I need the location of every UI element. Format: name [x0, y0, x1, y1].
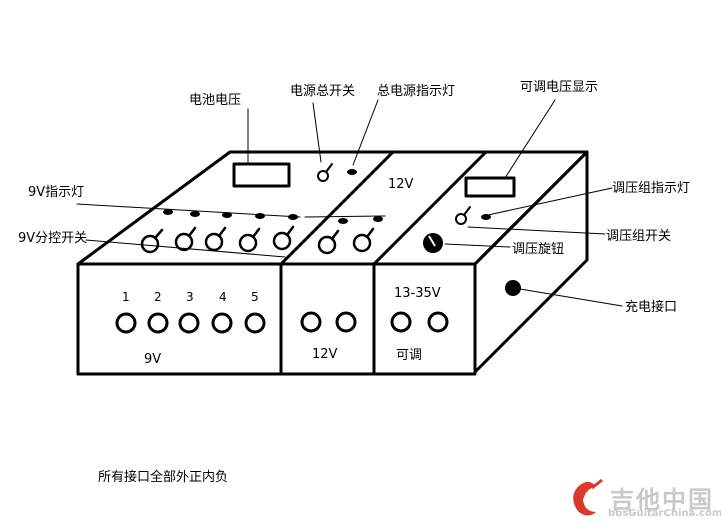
- port-number-3: 3: [186, 290, 194, 304]
- watermark-title: 吉他中国: [610, 486, 714, 514]
- nine-v-ports: [115, 312, 266, 334]
- label-main-power-indicator: 总电源指示灯: [377, 84, 455, 99]
- label-regulator-switch: 调压组开关: [606, 229, 671, 244]
- battery-voltage-display: [232, 162, 291, 188]
- label-12v-top: 12V: [388, 177, 414, 192]
- label-regulator-indicator: 调压组指示灯: [612, 181, 690, 196]
- label-9v-switches: 9V分控开关: [18, 231, 87, 246]
- main-power-switch: [317, 170, 329, 182]
- port-number-5: 5: [251, 290, 259, 304]
- label-regulator-knob: 调压旋钮: [512, 242, 564, 257]
- main-power-indicator-light: [347, 169, 357, 175]
- side-face: [473, 150, 589, 374]
- polarity-note: 所有接口全部外正内负: [98, 470, 229, 485]
- label-12v-section: 12V: [312, 347, 338, 362]
- label-range: 13-35V: [394, 286, 441, 301]
- adjustable-voltage-display: [464, 176, 516, 198]
- nine-v-indicator-lights: [163, 209, 298, 220]
- watermark: 吉他中国 bbsGuitarChina.com: [566, 478, 721, 524]
- label-charge-port: 充电接口: [625, 299, 677, 315]
- port-number-2: 2: [154, 290, 162, 304]
- label-adjustable-section: 可调: [396, 348, 422, 363]
- label-battery-voltage: 电池电压: [189, 93, 241, 108]
- port-number-4: 4: [219, 290, 227, 304]
- label-power-main-switch: 电源总开关: [290, 84, 355, 99]
- adjustable-ports: [390, 311, 449, 333]
- twelve-v-switches: [317, 227, 375, 255]
- twelve-v-indicator-lights: [338, 216, 383, 224]
- regulator-switch: [455, 213, 467, 225]
- watermark-url: bbsGuitarChina.com: [608, 508, 721, 519]
- label-adjustable-voltage-display: 可调电压显示: [520, 80, 598, 95]
- guitar-logo-icon: [573, 478, 603, 516]
- nine-v-switches: [140, 225, 295, 254]
- regulator-indicator-light: [481, 214, 491, 220]
- twelve-v-ports: [300, 311, 357, 333]
- label-9v-section: 9V: [144, 352, 161, 367]
- charge-port: [505, 280, 521, 296]
- port-number-1: 1: [122, 290, 130, 304]
- label-9v-indicator: 9V指示灯: [28, 185, 84, 200]
